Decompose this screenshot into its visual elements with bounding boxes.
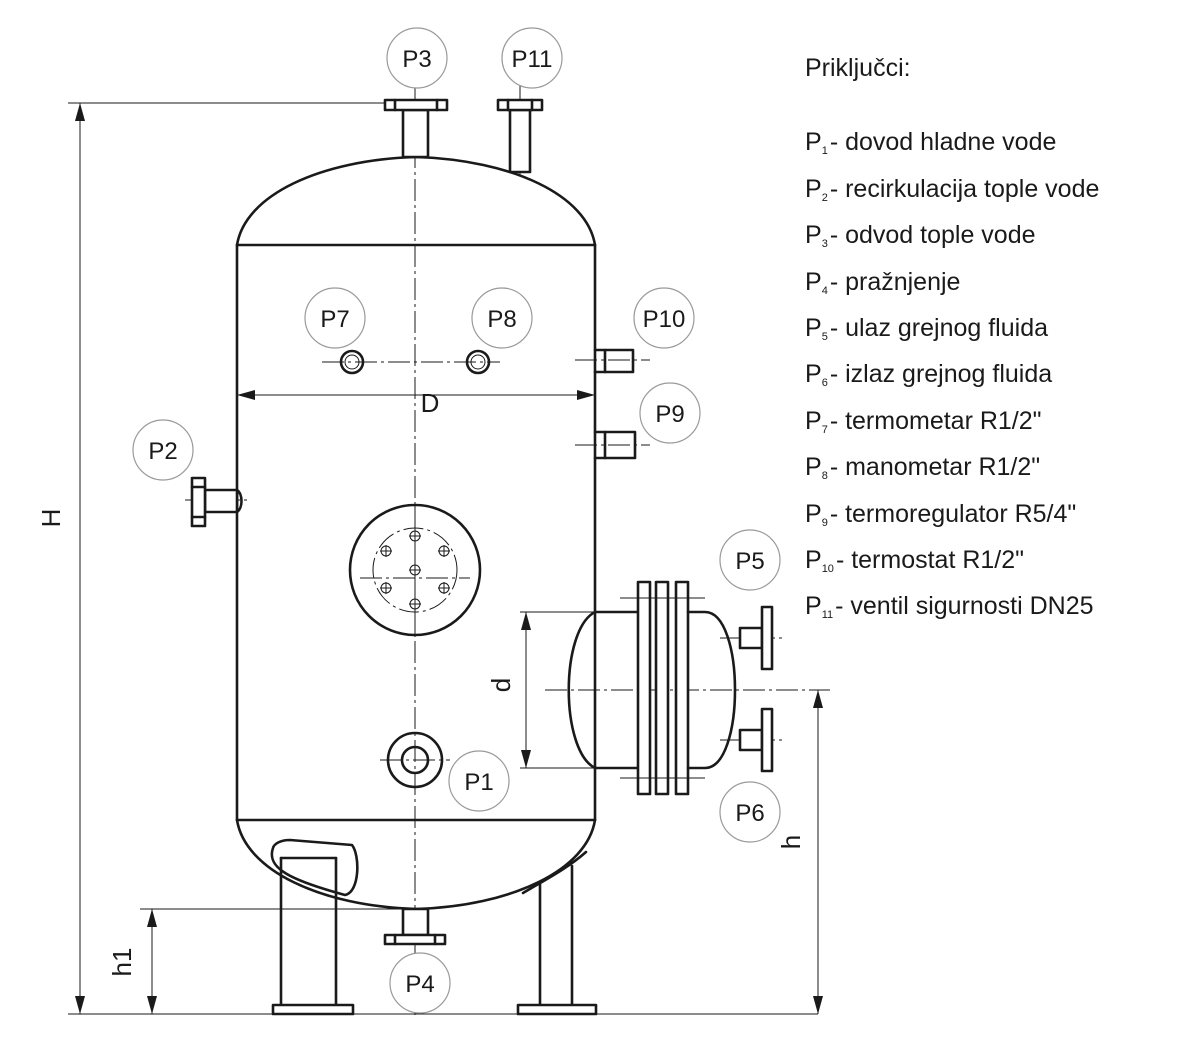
nozzle-p3 (383, 98, 449, 159)
callout-p1: P1 (448, 750, 510, 812)
dim-label-d: d (486, 678, 516, 692)
legend-item-p11: P11- ventil sigurnosti DN25 (805, 592, 1094, 622)
nozzle-p1 (386, 731, 444, 789)
connections-legend: Priključci: P1- dovod hladne vode P2- re… (805, 50, 1099, 635)
callout-p2: P2 (132, 419, 194, 481)
support-leg-right (516, 850, 598, 1016)
nozzle-p2 (190, 476, 243, 528)
socket-p9 (593, 430, 637, 460)
legend-item-p2: P2- recirkulacija tople vode (805, 174, 1100, 204)
legend-item-p6: P6- izlaz grejnog fluida (805, 360, 1053, 390)
dim-label-h1: h1 (107, 948, 137, 977)
svg-text:P6: P6 (735, 800, 764, 827)
socket-p7 (339, 349, 365, 375)
svg-text:P7: P7 (320, 306, 349, 333)
callout-p3: P3 (386, 27, 448, 89)
heat-exchanger (567, 580, 774, 796)
callout-p4: P4 (389, 952, 451, 1014)
svg-text:P11: P11 (512, 46, 553, 73)
legend-item-p8: P8- manometar R1/2" (805, 453, 1041, 483)
svg-text:P8: P8 (487, 306, 516, 333)
dimension-lines (68, 102, 823, 1015)
vessel-shell (235, 155, 597, 911)
svg-text:P10: P10 (643, 306, 686, 333)
dim-label-D: D (421, 388, 440, 418)
svg-text:P3: P3 (402, 46, 431, 73)
legend-item-p5: P5- ulaz grejnog fluida (805, 314, 1049, 344)
legend-item-p7: P7- termometar R1/2" (805, 406, 1042, 436)
legend-item-p10: P10- termostat R1/2" (805, 546, 1025, 576)
nozzle-p11 (496, 98, 544, 174)
callout-p6: P6 (719, 781, 781, 843)
dim-label-h: h (776, 835, 806, 849)
callout-p9: P9 (639, 382, 701, 444)
dim-label-H: H (36, 509, 66, 528)
callout-p5: P5 (719, 529, 781, 591)
support-leg-left (270, 838, 359, 1016)
legend-item-p1: P1- dovod hladne vode (805, 128, 1057, 158)
legend-title: Priključci: (805, 54, 911, 82)
svg-text:P2: P2 (148, 438, 177, 465)
legend-item-p9: P9- termoregulator R5/4" (805, 499, 1077, 529)
callout-p10: P10 (633, 287, 695, 349)
socket-p10 (593, 348, 635, 374)
legend-item-p3: P3- odvod tople vode (805, 221, 1036, 251)
callout-p11: P11 (501, 27, 563, 89)
svg-text:P5: P5 (735, 548, 764, 575)
callout-p8: P8 (471, 287, 533, 349)
svg-text:P9: P9 (655, 401, 684, 428)
socket-p8 (465, 349, 491, 375)
svg-text:P1: P1 (464, 769, 493, 796)
manhole-bolts (380, 530, 450, 610)
callout-p7: P7 (304, 287, 366, 349)
nozzle-p4 (383, 907, 447, 946)
svg-text:P4: P4 (405, 971, 434, 998)
manhole-flange (348, 503, 482, 637)
legend-item-p4: P4- pražnjenje (805, 267, 961, 297)
